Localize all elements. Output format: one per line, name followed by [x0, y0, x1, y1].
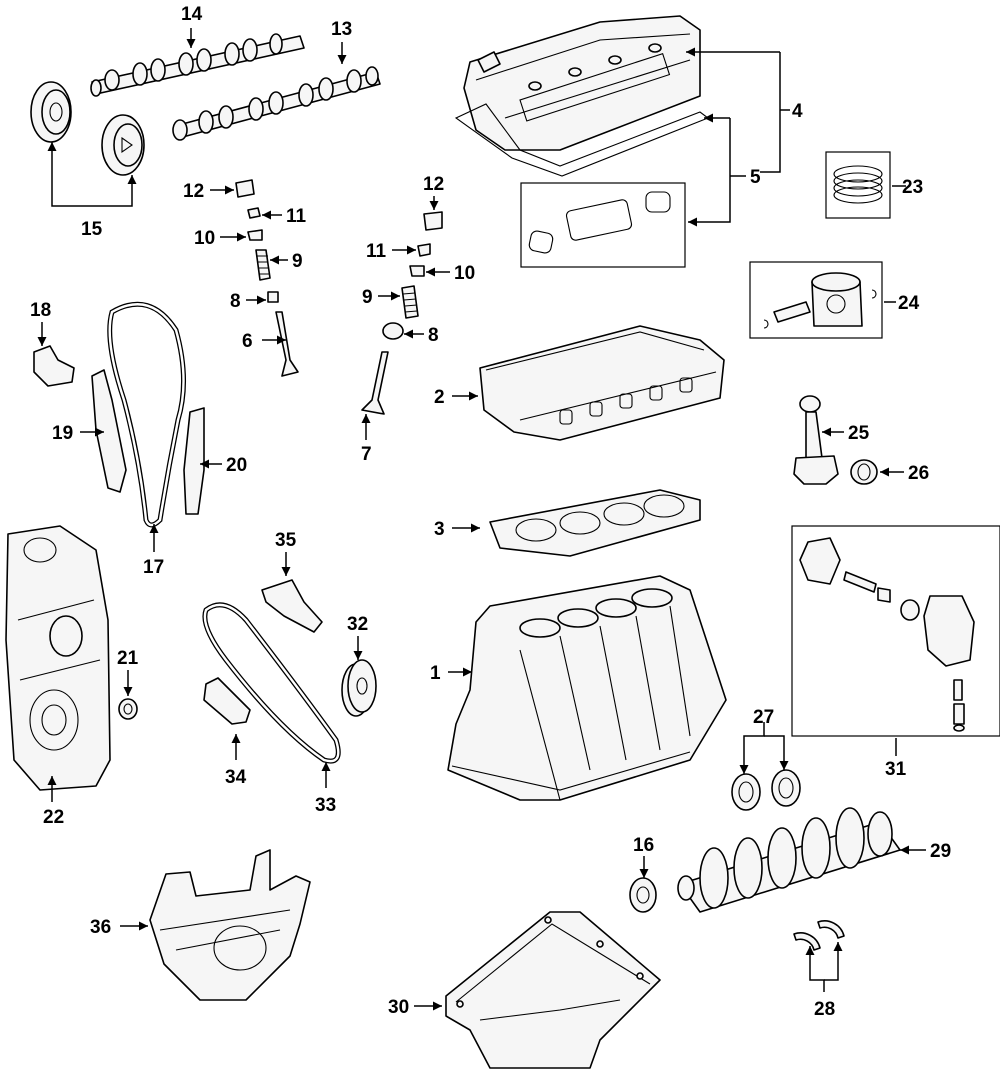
camshaft-upper-illustration: [90, 33, 305, 97]
oil-pan-illustration: [445, 911, 661, 1069]
callout-thrust-washers: 28: [814, 999, 835, 1020]
engine-block-illustration: [447, 575, 727, 801]
fixed-guide-illustration: [183, 407, 205, 515]
piston-illustration: [749, 261, 883, 339]
callout-block: 1: [430, 663, 441, 684]
callout-rod-bearing: 26: [908, 463, 929, 484]
callout-balance-guide: 34: [225, 767, 247, 788]
callout-timing-chain: 17: [143, 557, 164, 578]
piston-rings-illustration: [825, 151, 891, 219]
callout-cylinder-head: 2: [434, 387, 445, 408]
callout-connecting-rod: 25: [848, 423, 870, 444]
callout-main-bearings: 27: [753, 707, 774, 728]
callout-numbers: 1 2 3 4 5 6 7 8 8 9 9 10 10 11 11 12 12 …: [30, 4, 951, 1020]
callout-front-seal: 21: [117, 648, 139, 669]
callout-oil-pump-kit: 31: [885, 759, 907, 780]
callout-balance-sprocket: 32: [347, 614, 368, 635]
callout-lines: [37, 28, 926, 1011]
callout-exhaust-valve: 7: [361, 444, 372, 465]
timing-cover-illustration: [5, 525, 111, 791]
callout-valve-cover: 4: [792, 101, 803, 122]
balance-guide-illustration: [203, 677, 251, 725]
callout-piston: 24: [898, 293, 920, 314]
callout-balance-shaft-assembly: 36: [90, 917, 111, 938]
callout-crankshaft: 29: [930, 841, 951, 862]
callout-spring-retainer-b: 10: [454, 263, 475, 284]
rod-bearing-illustration: [850, 459, 878, 485]
callout-timing-cover: 22: [43, 807, 64, 828]
callout-camshaft-lower: 13: [331, 19, 352, 40]
callout-valve-keeper-a: 11: [286, 206, 307, 227]
callout-valve-seal-a: 8: [230, 291, 241, 312]
callout-oil-pan: 30: [388, 997, 409, 1018]
timing-chain-illustration: [107, 301, 186, 528]
exhaust-valve-train-illustration: [361, 211, 443, 415]
cam-sprockets-illustration: [30, 81, 145, 176]
thrust-washers-illustration: [793, 920, 845, 951]
callout-piston-rings: 23: [902, 177, 923, 198]
chain-tensioner-illustration: [33, 345, 75, 387]
callout-valve-seal-b: 8: [428, 325, 439, 346]
balance-sprocket-illustration: [341, 659, 377, 717]
valve-cover-illustration: [463, 15, 701, 151]
callout-fixed-guide: 20: [226, 455, 247, 476]
callout-spring-retainer-a: 10: [194, 228, 215, 249]
intake-valve-train-illustration: [235, 179, 299, 377]
tensioner-guide-illustration: [91, 369, 127, 493]
callout-balance-chain: 33: [315, 795, 336, 816]
head-gasket-illustration: [489, 489, 701, 557]
callout-camshaft-upper: 14: [181, 4, 203, 25]
callout-lifter-b: 12: [423, 174, 444, 195]
crankshaft-illustration: [677, 807, 901, 913]
oil-pump-kit-illustration: [791, 525, 1000, 737]
main-bearings-illustration: [731, 769, 801, 811]
balance-chain-illustration: [202, 602, 341, 764]
valve-cover-gasket-illustration: [454, 103, 710, 268]
callout-lifter-a: 12: [183, 181, 204, 202]
balance-tensioner-illustration: [261, 579, 323, 633]
front-seal-illustration: [118, 698, 138, 720]
callout-chain-tensioner: 18: [30, 300, 51, 321]
crank-sprocket-illustration: [629, 877, 657, 913]
cylinder-head-illustration: [479, 325, 725, 441]
callout-valve-spring-a: 9: [292, 251, 303, 272]
callout-cam-sprockets: 15: [81, 219, 103, 240]
callout-crank-sprocket: 16: [633, 835, 654, 856]
callout-intake-valve: 6: [242, 331, 253, 352]
callout-valve-cover-gasket: 5: [750, 167, 761, 188]
balance-shaft-assembly-illustration: [149, 849, 311, 1001]
callout-balance-tensioner: 35: [275, 530, 297, 551]
callout-head-gasket: 3: [434, 519, 445, 540]
callout-tensioner-guide: 19: [52, 423, 73, 444]
callout-valve-keeper-b: 11: [366, 241, 387, 262]
connecting-rod-illustration: [793, 395, 839, 485]
camshaft-lower-illustration: [172, 66, 381, 141]
callout-valve-spring-b: 9: [362, 287, 373, 308]
